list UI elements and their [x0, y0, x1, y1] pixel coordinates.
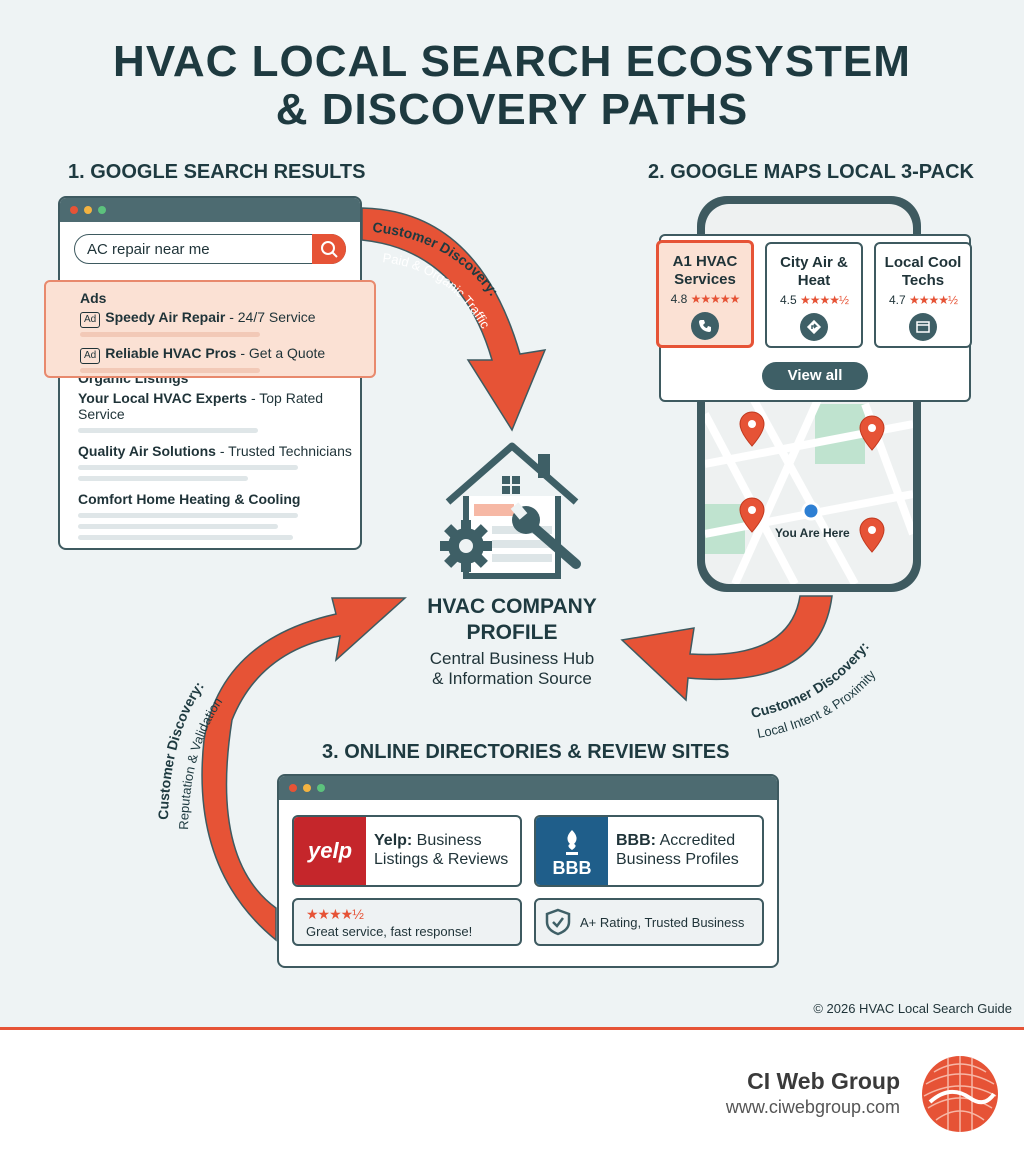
ad-tag: Ad	[80, 312, 101, 328]
window-titlebar	[60, 198, 360, 222]
card-rating: 4.5 ★★★★½	[779, 293, 849, 307]
search-input[interactable]: AC repair near me	[74, 234, 346, 264]
discovery-arrows: Customer Discovery: Paid & Organic Traff…	[155, 207, 879, 942]
window-close-dot[interactable]	[70, 206, 78, 214]
map-pin-icon	[739, 411, 765, 447]
card-title-line2: Services	[674, 271, 736, 288]
window-minimize-dot[interactable]	[84, 206, 92, 214]
organic-result[interactable]: Your Local HVAC Experts - Top Rated Serv…	[78, 390, 324, 422]
result-snippet-line	[78, 476, 248, 481]
window-maximize-dot[interactable]	[317, 784, 325, 792]
section2-heading: 2. GOOGLE MAPS LOCAL 3-PACK	[648, 161, 974, 183]
organic-result[interactable]: Quality Air Solutions - Trusted Technici…	[78, 443, 352, 459]
footer: CI Web Group www.ciwebgroup.com	[0, 1027, 1024, 1154]
yelp-desc-line1: Yelp: Business	[374, 832, 482, 849]
card-title-line1: Local Cool	[884, 254, 962, 271]
search-icon	[321, 241, 338, 258]
result-snippet-line	[78, 535, 293, 540]
result-snippet-line	[78, 524, 278, 529]
page-title-line1: HVAC LOCAL SEARCH ECOSYSTEM	[113, 37, 911, 86]
window-close-dot[interactable]	[289, 784, 297, 792]
organic-result[interactable]: Comfort Home Heating & Cooling	[78, 491, 301, 507]
shield-check-icon	[545, 908, 571, 936]
copyright: © 2026 HVAC Local Search Guide	[813, 1001, 1012, 1016]
map-pin-icon	[859, 415, 885, 451]
card-title-line1: A1 HVAC	[672, 253, 738, 270]
search-button[interactable]	[312, 234, 346, 264]
hub-title-line1: HVAC COMPANY	[427, 595, 597, 618]
window-maximize-dot[interactable]	[98, 206, 106, 214]
page-title-line2: & DISCOVERY PATHS	[275, 85, 749, 134]
bbb-rating-badge: A+ Rating, Trusted Business	[534, 898, 764, 946]
phone-icon[interactable]	[691, 312, 719, 340]
bbb-listing-card[interactable]: BBB BBB: Accredited Business Profiles	[534, 815, 764, 887]
you-are-here-label: You Are Here	[775, 526, 850, 540]
local-pack-card[interactable]: A1 HVAC Services 4.8 ★★★★★	[656, 240, 754, 348]
you-are-here-icon	[801, 501, 821, 521]
bbb-rating-text: A+ Rating, Trusted Business	[580, 914, 745, 930]
view-all-button[interactable]: View all	[762, 362, 868, 390]
hvac-house-icon	[440, 442, 581, 579]
arrow-search-to-hub	[361, 207, 547, 432]
result-snippet-line	[78, 513, 298, 518]
hub-subtitle-line1: Central Business Hub	[429, 649, 595, 668]
card-title-line2: Heat	[797, 272, 831, 289]
card-rating: 4.7 ★★★★½	[888, 293, 958, 307]
result-snippet-line	[78, 428, 258, 433]
directions-icon[interactable]	[800, 313, 828, 341]
ads-label: Ads	[80, 290, 107, 306]
local-pack-card[interactable]: Local Cool Techs 4.7 ★★★★½	[874, 242, 972, 348]
wrench-icon	[510, 502, 581, 569]
yelp-logo: yelp	[294, 817, 366, 885]
section3-heading: 3. ONLINE DIRECTORIES & REVIEW SITES	[322, 741, 730, 763]
section1-heading: 1. GOOGLE SEARCH RESULTS	[68, 161, 366, 183]
map-pin-icon	[859, 517, 885, 553]
review-text: Great service, fast response!	[306, 924, 473, 939]
review-stars: ★★★★½	[306, 906, 364, 922]
arrow-directories-to-hub	[201, 597, 407, 942]
arrow-maps-to-hub	[620, 595, 833, 702]
result-snippet-line	[78, 465, 298, 470]
brand-url[interactable]: www.ciwebgroup.com	[725, 1097, 900, 1117]
yelp-listing-card[interactable]: yelp Yelp: Business Listings & Reviews	[292, 815, 522, 887]
card-rating: 4.8 ★★★★★	[670, 292, 741, 306]
ad-snippet-line	[80, 368, 260, 373]
bbb-desc-line2: Business Profiles	[616, 851, 739, 868]
website-icon[interactable]	[909, 313, 937, 341]
hub-subtitle-line2: & Information Source	[432, 669, 592, 688]
bbb-desc-line1: BBB: Accredited	[616, 832, 736, 849]
brand-logo	[922, 1056, 998, 1132]
window-minimize-dot[interactable]	[303, 784, 311, 792]
bbb-torch-icon	[566, 830, 578, 855]
gear-icon	[440, 520, 492, 572]
map-pin-icon	[739, 497, 765, 533]
yelp-desc-line2: Listings & Reviews	[374, 851, 509, 868]
brand-name: CI Web Group	[747, 1068, 900, 1094]
card-title-line2: Techs	[901, 272, 945, 289]
map-pins	[739, 411, 885, 553]
ad-tag: Ad	[80, 348, 101, 364]
hub-title-line2: PROFILE	[466, 621, 558, 644]
local-pack-card[interactable]: City Air & Heat 4.5 ★★★★½	[765, 242, 863, 348]
yelp-review-bubble: ★★★★½ Great service, fast response!	[292, 898, 522, 946]
card-title-line1: City Air &	[780, 254, 848, 271]
ad-snippet-line	[80, 332, 260, 337]
window-titlebar	[279, 776, 777, 800]
bbb-logo: BBB	[536, 817, 608, 885]
